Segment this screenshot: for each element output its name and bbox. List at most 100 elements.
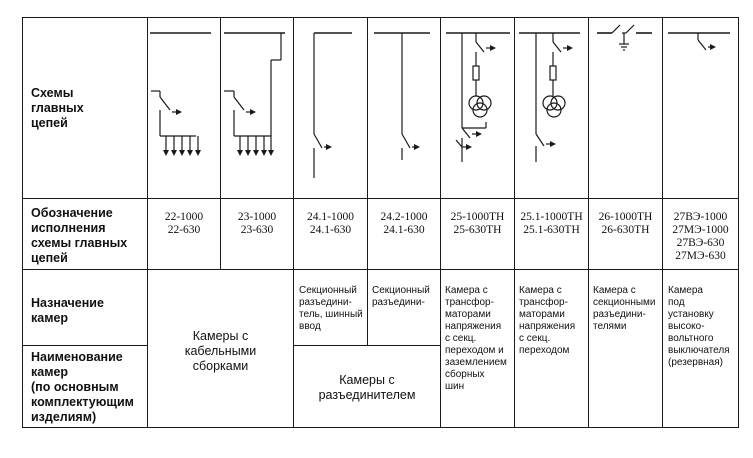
name-header: Наименование камер (по основным комплект… <box>31 350 134 425</box>
designation-line: 25.1-1000ТН <box>520 211 583 223</box>
scheme-25 <box>446 32 510 162</box>
purpose-line: разъедини- <box>593 309 646 320</box>
designation-24-2: 24.2-1000 24.1-630 <box>368 211 440 237</box>
grid-line-col8 <box>662 17 663 428</box>
grid-line-right <box>738 17 739 428</box>
purpose-line: Камера с <box>593 285 636 296</box>
header-line: комплектующим <box>31 395 134 409</box>
grid-line-purpose-bottom <box>22 345 147 346</box>
purpose-sectional-disconnector-busbar: Секционный разъедини- тель, шинный ввод <box>299 285 363 333</box>
purpose-line: заземлением <box>445 357 507 368</box>
grid-line-col6 <box>514 17 515 428</box>
grid-line-top <box>22 17 739 18</box>
header-line: Назначение <box>31 296 104 310</box>
purpose-cable-assemblies: Камеры с кабельными сборками <box>148 329 293 374</box>
purpose-line: разъедини- <box>299 297 352 308</box>
grid-line-col7 <box>588 17 589 428</box>
purpose-line: маторами <box>519 309 565 320</box>
purpose-line: с секц. <box>445 333 477 344</box>
grid-line-col5 <box>440 17 441 428</box>
designation-line: 26-630ТН <box>601 224 650 236</box>
purpose-line: трансфор- <box>445 297 494 308</box>
purpose-line: Камера с <box>445 285 488 296</box>
scheme-22 <box>150 32 211 157</box>
purpose-line: маторами <box>445 309 491 320</box>
designation-line: 24.1-630 <box>309 224 352 236</box>
grid-line-col3 <box>293 17 294 428</box>
grid-line-bottom <box>22 427 739 428</box>
header-line: камер <box>31 365 69 379</box>
designation-line: 23-630 <box>240 224 274 236</box>
scheme-27 <box>668 32 730 51</box>
header-line: камер <box>31 311 69 325</box>
purpose-line: ввод <box>299 321 321 332</box>
purpose-line: разъедини- <box>372 297 425 308</box>
purpose-line: шин <box>445 381 465 392</box>
designation-line: 24.1-1000 <box>307 211 354 223</box>
purpose-disconnector-cameras: Камеры с разъединителем <box>294 373 440 403</box>
grid-line-col2 <box>220 17 221 270</box>
purpose-line: выключателя <box>668 345 730 356</box>
designation-line: 24.2-1000 <box>380 211 428 223</box>
purpose-line: с секц. <box>519 333 551 344</box>
scheme-24-2 <box>374 32 430 160</box>
purpose-line: сборных <box>445 369 485 380</box>
purpose-line: трансфор- <box>519 297 568 308</box>
header-line: (по основным <box>31 380 119 394</box>
purpose-vt-sectional: Камера с трансфор- маторами напряжения с… <box>519 285 575 357</box>
grid-line-left <box>22 17 23 428</box>
designation-26: 26-1000ТН 26-630ТН <box>589 211 662 237</box>
purpose-line: Камеры с <box>192 329 249 343</box>
purpose-line: Секционный <box>372 285 430 296</box>
purpose-line: вольтного <box>668 333 714 344</box>
header-line: цепей <box>31 251 68 265</box>
grid-line-col1 <box>147 17 148 428</box>
purpose-hv-switch-reserve: Камера под установку высоко- вольтного в… <box>668 285 730 369</box>
scheme-25-1 <box>519 32 580 162</box>
purpose-line: сборками <box>192 359 249 373</box>
purpose-line: телями <box>593 321 627 332</box>
header-line: схемы главных <box>31 236 128 250</box>
header-line: главных <box>31 101 84 115</box>
purpose-line: Секционный <box>299 285 357 296</box>
designation-24-1: 24.1-1000 24.1-630 <box>294 211 367 237</box>
purpose-line: под <box>668 297 685 308</box>
designation-line: 24.1-630 <box>383 224 425 236</box>
designation-27: 27ВЭ-1000 27МЭ-1000 27ВЭ-630 27МЭ-630 <box>663 211 738 263</box>
grid-line-disconnector-split <box>293 345 440 346</box>
designation-25-1: 25.1-1000ТН 25.1-630ТН <box>515 211 588 237</box>
designation-header: Обозначение исполнения схемы главных цеп… <box>31 206 127 266</box>
purpose-line: разъединителем <box>318 388 416 402</box>
designation-line: 22-630 <box>167 224 201 236</box>
purpose-header: Назначение камер <box>31 296 104 326</box>
designation-22: 22-1000 22-630 <box>148 211 220 237</box>
designation-line: 25.1-630ТН <box>523 224 580 236</box>
designation-line: 27МЭ-1000 <box>672 224 729 236</box>
grid-line-col4 <box>367 17 368 346</box>
purpose-line: переходом <box>519 345 570 356</box>
purpose-line: Камера с <box>519 285 562 296</box>
purpose-line: тель, шинный <box>299 309 363 320</box>
scheme-23 <box>224 32 285 157</box>
designation-line: 27МЭ-630 <box>675 250 726 262</box>
purpose-vt-sectional-grounding: Камера с трансфор- маторами напряжения с… <box>445 285 507 393</box>
designation-line: 23-1000 <box>237 211 277 223</box>
header-line: изделиям) <box>31 410 97 424</box>
header-line: Схемы <box>31 86 74 100</box>
schemes-header: Схемы главных цепей <box>31 86 84 131</box>
purpose-line: кабельными <box>184 344 257 358</box>
purpose-line: (резервная) <box>668 357 723 368</box>
header-line: Наименование <box>31 350 123 364</box>
designation-line: 27ВЭ-1000 <box>673 211 728 223</box>
purpose-line: установку <box>668 309 714 320</box>
designation-line: 25-630ТН <box>453 224 502 236</box>
purpose-line: секционными <box>593 297 656 308</box>
header-line: Обозначение <box>31 206 113 220</box>
designation-line: 26-1000ТН <box>598 211 653 223</box>
purpose-line: высоко- <box>668 321 705 332</box>
designation-23: 23-1000 23-630 <box>221 211 293 237</box>
purpose-line: Камеры с <box>339 373 395 387</box>
scheme-24-1 <box>313 32 352 178</box>
purpose-line: переходом и <box>445 345 504 356</box>
designation-line: 27ВЭ-630 <box>676 237 725 249</box>
